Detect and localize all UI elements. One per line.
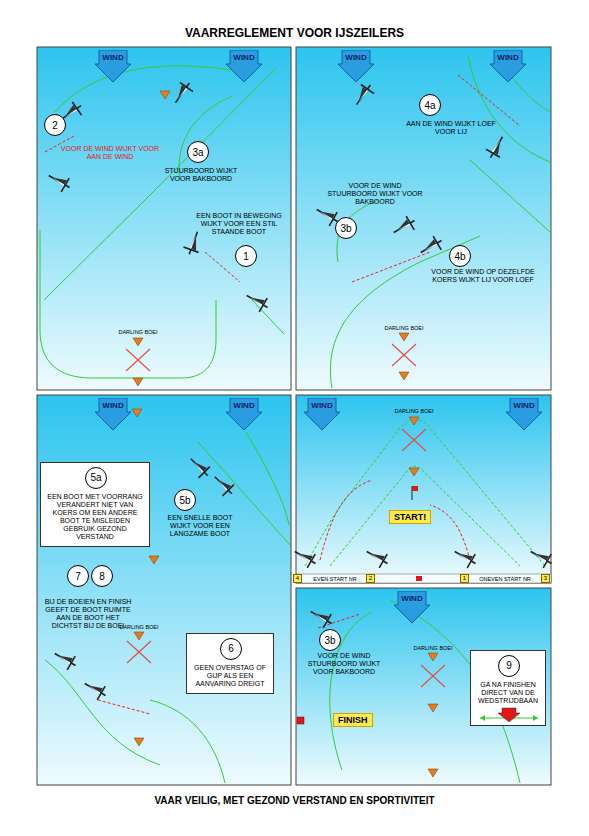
node-text: 1 — [461, 575, 468, 582]
start-number: 3 — [541, 574, 550, 583]
wind-arrow: WIND — [226, 398, 262, 430]
node-text: WIND — [226, 50, 262, 62]
callout-number: 5a — [85, 467, 107, 489]
node-text: WIND — [226, 398, 262, 410]
wind-arrow: WIND — [506, 398, 542, 430]
rule-label: VOOR DE WIND WIJKT VOOR AAN DE WIND — [60, 145, 160, 161]
number-text: 3b — [340, 223, 351, 234]
callout-number: 3a — [187, 141, 209, 163]
number-text: 4a — [424, 100, 435, 111]
rule-label: AAN DE WIND WIJKT LOEF VOOR LIJ — [403, 120, 499, 136]
callout-number: 3b — [335, 217, 357, 239]
rule-box: GEEN OVERSTAG OF GIJP ALS EEN AANVARING … — [186, 633, 274, 694]
callout-number: 8 — [91, 565, 113, 587]
rule-label: EEN SNELLE BOOT WIJKT VOOR EEN LANGZAME … — [158, 514, 242, 538]
buoy-label: DARLING BOEI — [403, 645, 463, 651]
rule-label: VOOR DE WIND STUURBOORD WIJKT VOOR BAKBO… — [325, 182, 425, 206]
course-sign: FINISH — [333, 713, 373, 727]
buoy-label: EVEN START NR — [306, 576, 364, 582]
start-number: 1 — [460, 574, 469, 583]
rule-box: EEN BOOT MET VOORRANG VERANDERT NIET VAN… — [40, 462, 150, 547]
buoy-label: ONEVEN START NR — [471, 576, 539, 582]
rule-box: GA NA FINISHEN DIRECT VAN DE WEDSTRIJDBA… — [470, 650, 546, 726]
number-text: 8 — [99, 571, 105, 582]
rule-label: EEN BOOT IN BEWEGING WIJKT VOOR EEN STIL… — [192, 212, 286, 236]
callout-number: 9 — [498, 655, 520, 677]
node-text: WIND — [490, 50, 526, 62]
callout-number: 3b — [319, 629, 341, 651]
rule-text: GA NA FINISHEN DIRECT VAN DE WEDSTRIJDBA… — [475, 681, 541, 705]
rule-text: EEN BOOT MET VOORRANG VERANDERT NIET VAN… — [45, 493, 145, 541]
buoy-label: DARLING BOEI — [109, 624, 169, 630]
node-text: WIND — [338, 50, 374, 62]
title: VAARREGLEMENT VOOR IJSZEILERS — [0, 26, 589, 40]
node-text: WIND — [506, 398, 542, 410]
wind-arrow: WIND — [95, 398, 131, 430]
node-text: WIND — [95, 398, 131, 410]
number-text: 5b — [179, 495, 190, 506]
callout-number: 4a — [419, 94, 441, 116]
wind-arrow: WIND — [394, 591, 430, 623]
callout-number: 7 — [67, 565, 89, 587]
rule-label: VOOR DE WIND STUURBOORD WIJKT VOOR BAKBO… — [300, 652, 388, 676]
number-text: 3b — [324, 635, 335, 646]
wind-arrow: WIND — [95, 50, 131, 82]
number-text: 6 — [228, 645, 234, 653]
rule-label: VOOR DE WIND OP DEZELFDE KOERS WIJKT LIJ… — [430, 268, 536, 284]
callout-number: 1 — [235, 245, 257, 267]
number-text: 4b — [454, 251, 465, 262]
start-number: 4 — [293, 574, 302, 583]
rule-text: GEEN OVERSTAG OF GIJP ALS EEN AANVARING … — [191, 664, 269, 688]
wind-arrow: WIND — [226, 50, 262, 82]
number-text: 9 — [506, 662, 512, 670]
wind-arrow: WIND — [304, 398, 340, 430]
node-text: FINISH — [338, 715, 368, 725]
course-sign: START! — [389, 510, 431, 524]
callout-number: 5b — [174, 489, 196, 511]
rule-label: STUURBOORD WIJKT VOOR BAKBOORD — [158, 167, 244, 183]
node-text: START! — [394, 512, 426, 522]
node-text: 2 — [367, 575, 374, 582]
node-text: 3 — [542, 575, 549, 582]
buoy-label: DARLING BOEI — [374, 325, 434, 331]
number-text: 5a — [90, 474, 101, 482]
start-number: 2 — [366, 574, 375, 583]
buoy-label: DARLING BOEI — [384, 408, 444, 414]
buoy-label: DARLING BOEI — [108, 329, 168, 335]
callout-number: 6 — [220, 638, 242, 660]
number-text: 1 — [243, 251, 249, 262]
wind-arrow: WIND — [338, 50, 374, 82]
number-text: 3a — [192, 147, 203, 158]
callout-number: 4b — [449, 245, 471, 267]
number-text: 2 — [52, 120, 58, 131]
caption: VAAR VEILIG, MET GEZOND VERSTAND EN SPOR… — [0, 795, 589, 806]
wind-arrow: WIND — [490, 50, 526, 82]
node-text: WIND — [394, 591, 430, 603]
node-text: 4 — [294, 575, 301, 582]
callout-number: 2 — [44, 114, 66, 136]
number-text: 7 — [75, 571, 81, 582]
node-text: WIND — [95, 50, 131, 62]
node-text: WIND — [304, 398, 340, 410]
